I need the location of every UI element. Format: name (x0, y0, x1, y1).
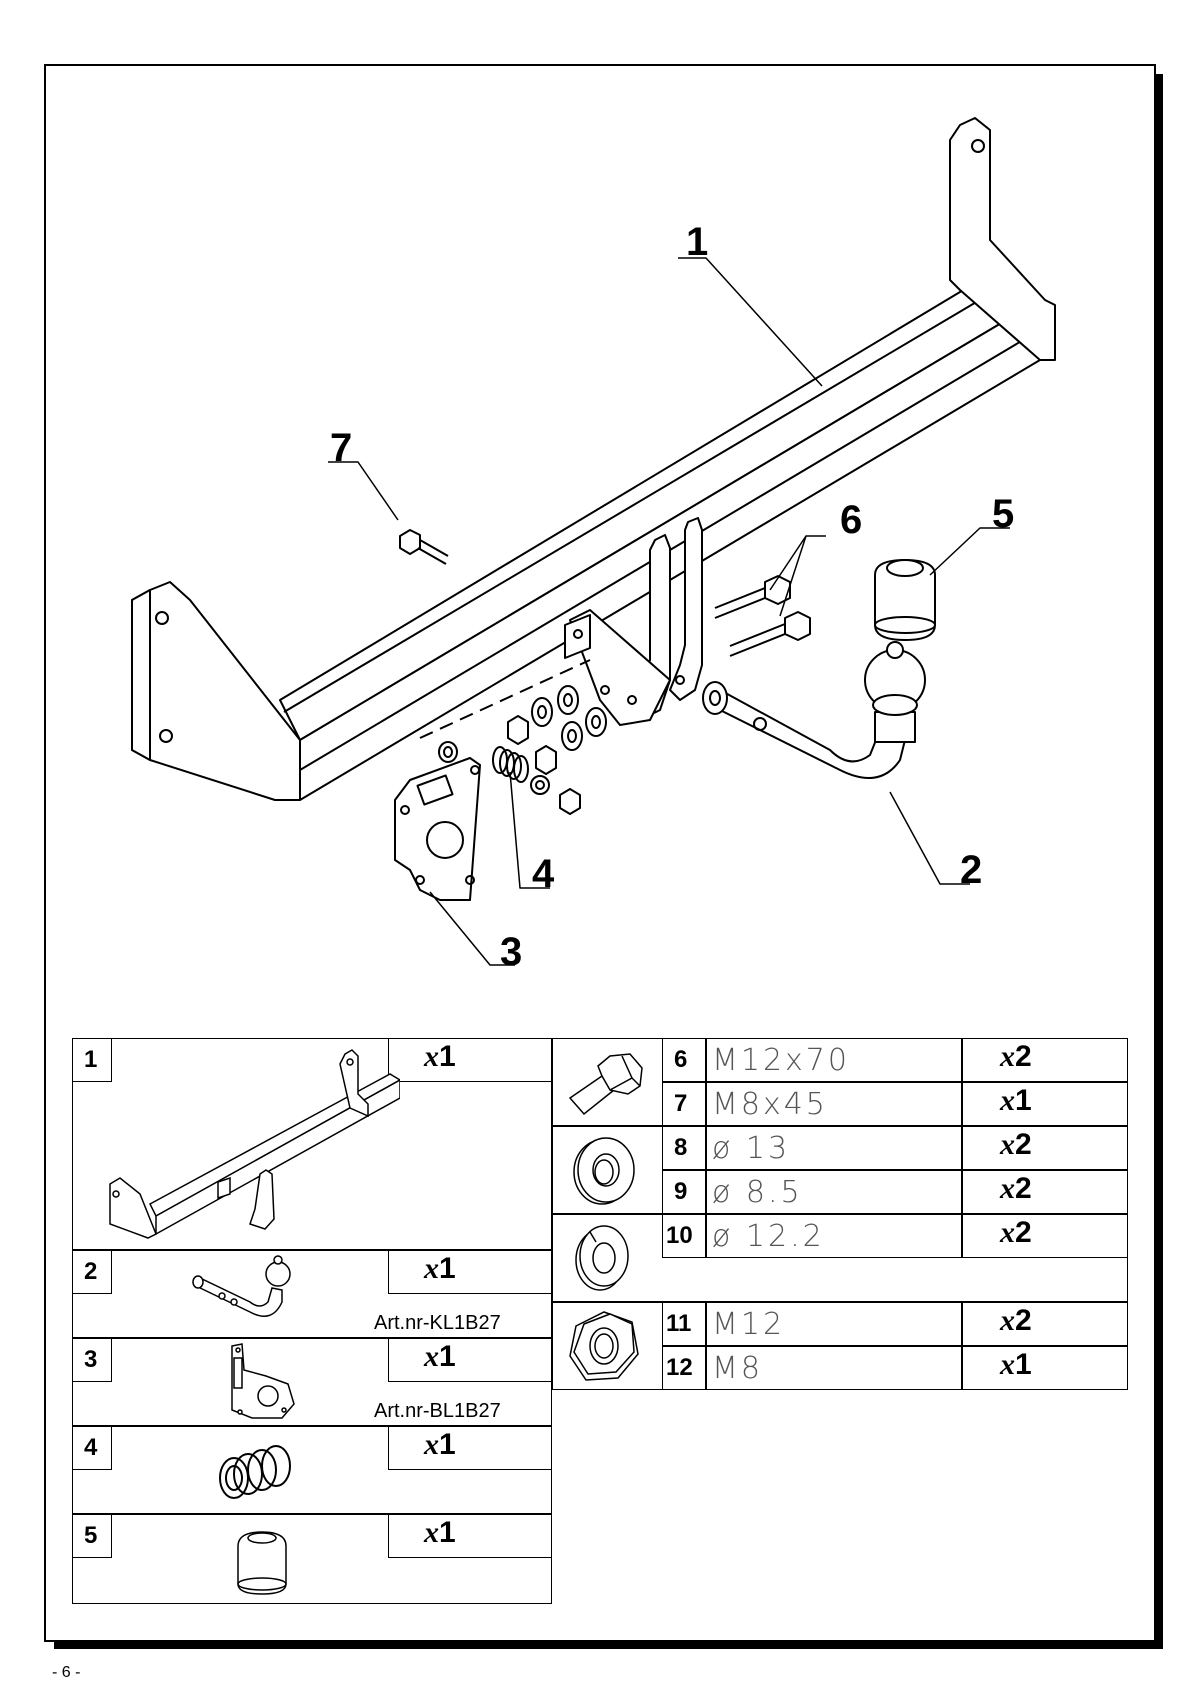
part-qty: x2 (1000, 1172, 1032, 1205)
tow-ball-thumbnail (192, 1255, 291, 1317)
part-qty: x1 (424, 1340, 456, 1373)
frame-shadow-right (1154, 74, 1163, 1647)
part-number: 6 (674, 1046, 688, 1073)
part-num-cell (662, 1346, 706, 1390)
qty-cell (962, 1302, 1128, 1346)
callout-3: 3 (500, 930, 523, 974)
qty-cell (962, 1214, 1128, 1258)
spec-cell (706, 1038, 962, 1082)
frame-shadow-bottom (54, 1640, 1163, 1649)
socket-plate-thumbnail (231, 1343, 295, 1419)
part-number: 7 (674, 1090, 688, 1117)
part-num-cell (662, 1214, 706, 1258)
part-num-cell (72, 1338, 112, 1382)
part-number: 3 (84, 1346, 98, 1373)
callout-5: 5 (992, 492, 1015, 536)
part-num-cell (662, 1170, 706, 1214)
part-qty: x1 (1000, 1348, 1032, 1381)
part-num-cell (72, 1250, 112, 1294)
page-number: - 6 - (52, 1664, 81, 1681)
part-qty: x1 (424, 1428, 456, 1461)
bolt-icon (568, 1053, 643, 1116)
washers-nuts (438, 685, 607, 815)
leader-lines (328, 257, 1010, 966)
qty-cell (962, 1082, 1128, 1126)
part-num-cell (72, 1038, 112, 1082)
spring-washer-part (492, 746, 529, 783)
part-qty: x1 (424, 1040, 456, 1073)
bolts-m12x70 (714, 575, 811, 657)
hex-nut-icon (569, 1311, 639, 1381)
part-spec: M8 (712, 1351, 763, 1386)
qty-cell (388, 1514, 552, 1558)
callout-1: 1 (686, 220, 709, 264)
part-qty: x2 (1000, 1304, 1032, 1337)
part-number: 8 (674, 1134, 688, 1161)
part-num-cell (662, 1038, 706, 1082)
part-qty: x1 (424, 1516, 456, 1549)
qty-cell (962, 1346, 1128, 1390)
qty-cell (962, 1170, 1128, 1214)
part-num-cell (72, 1426, 112, 1470)
part-spec: M12 (712, 1307, 786, 1342)
callout-2: 2 (960, 848, 983, 892)
spec-cell (706, 1302, 962, 1346)
part-number: 10 (666, 1222, 693, 1249)
part-row-3 (72, 1338, 552, 1426)
part-spec: ø 12.2 (712, 1219, 825, 1254)
spec-cell (706, 1170, 962, 1214)
ball-cap-part (874, 559, 936, 641)
part-num-cell (662, 1126, 706, 1170)
part-qty: x1 (1000, 1084, 1032, 1117)
part-number: 5 (84, 1522, 98, 1549)
callout-4: 4 (532, 852, 555, 896)
part-number: 11 (666, 1310, 692, 1337)
part-qty: x2 (1000, 1216, 1032, 1249)
part-spec: M8x45 (712, 1087, 828, 1122)
qty-cell (388, 1426, 552, 1470)
ball-cap-thumbnail (237, 1531, 287, 1595)
callout-6: 6 (840, 498, 863, 542)
spec-cell (706, 1082, 962, 1126)
tow-ball-part (702, 641, 926, 779)
part-qty: x2 (1000, 1040, 1032, 1073)
part-number: 1 (84, 1046, 98, 1073)
qty-cell (962, 1126, 1128, 1170)
part-number: 4 (84, 1434, 98, 1461)
crossbar-part (131, 117, 1056, 801)
article-number: Art.nr-BL1B27 (374, 1400, 501, 1422)
qty-cell (388, 1038, 552, 1082)
part-row-5 (72, 1514, 552, 1604)
part-num-cell (662, 1302, 706, 1346)
flat-washer-icon (573, 1137, 635, 1205)
part-spec: ø 8.5 (712, 1175, 803, 1210)
part-num-cell (662, 1082, 706, 1126)
part-number: 2 (84, 1258, 98, 1285)
part-qty: x1 (424, 1252, 456, 1285)
spring-thumbnail (219, 1445, 291, 1499)
crossbar-thumbnail (109, 1049, 400, 1239)
part-spec: ø 13 (712, 1131, 791, 1166)
part-qty: x2 (1000, 1128, 1032, 1161)
part-number: 12 (666, 1354, 693, 1381)
qty-cell (388, 1250, 552, 1294)
spec-cell (706, 1214, 962, 1258)
qty-cell (962, 1038, 1128, 1082)
qty-cell (388, 1338, 552, 1382)
socket-plate-part (394, 757, 481, 901)
callout-7: 7 (330, 426, 353, 470)
part-num-cell (72, 1514, 112, 1558)
part-spec: M12x70 (712, 1043, 850, 1078)
spec-cell (706, 1346, 962, 1390)
article-number: Art.nr-KL1B27 (374, 1312, 501, 1334)
bolt-m8x45 (399, 529, 449, 565)
spring-washer-icon (575, 1225, 629, 1291)
part-number: 9 (674, 1178, 688, 1205)
spec-cell (706, 1126, 962, 1170)
